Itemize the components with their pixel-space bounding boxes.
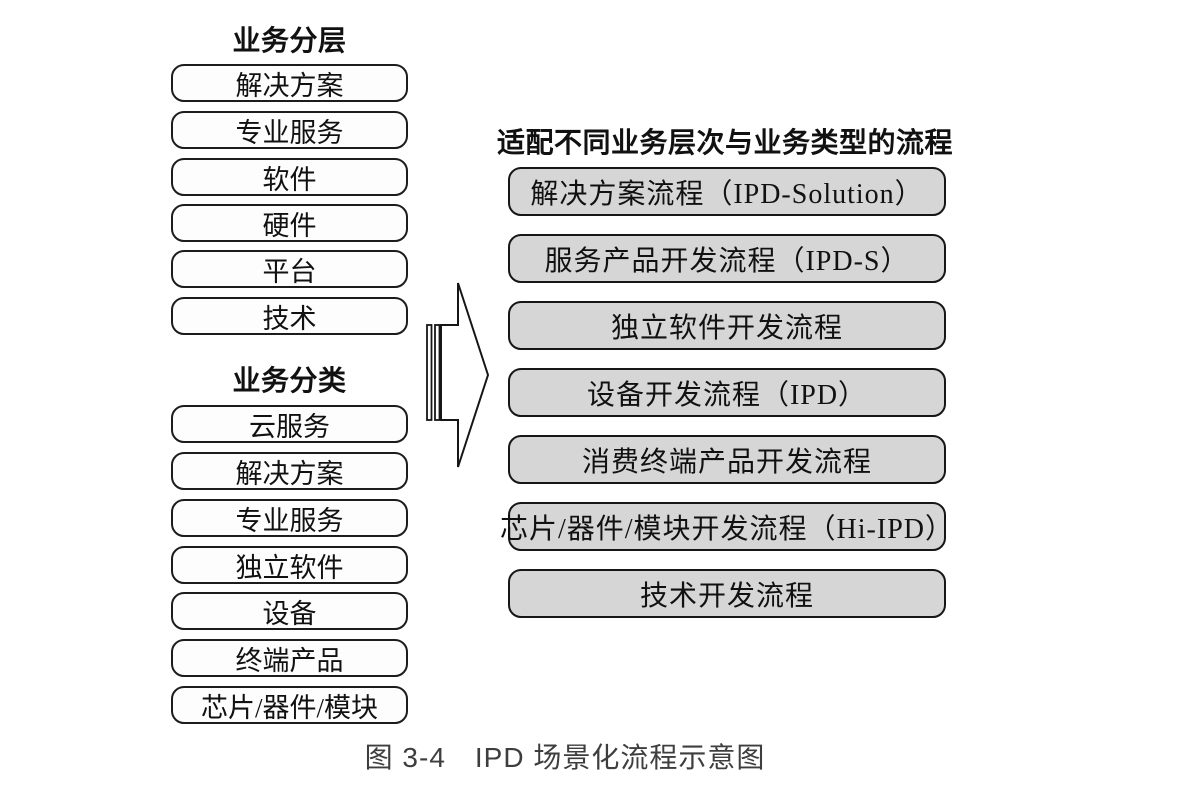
category-box-cloud: 云服务 xyxy=(171,405,408,443)
process-box-ipd: 设备开发流程（IPD） xyxy=(508,368,946,417)
category-box-solution: 解决方案 xyxy=(171,452,408,490)
layer-box-solution: 解决方案 xyxy=(171,64,408,102)
layer-box-software: 软件 xyxy=(171,158,408,196)
process-box-ipd-s: 服务产品开发流程（IPD-S） xyxy=(508,234,946,283)
category-box-terminal: 终端产品 xyxy=(171,639,408,677)
category-box-software: 独立软件 xyxy=(171,546,408,584)
process-box-tech-dev: 技术开发流程 xyxy=(508,569,946,618)
striped-right-arrow-icon xyxy=(420,266,495,476)
process-box-software-dev: 独立软件开发流程 xyxy=(508,301,946,350)
figure-caption: 图 3-4 IPD 场景化流程示意图 xyxy=(364,742,766,773)
category-box-equipment: 设备 xyxy=(171,592,408,630)
business-layers-title: 业务分层 xyxy=(232,25,347,56)
layer-box-hardware: 硬件 xyxy=(171,204,408,242)
process-panel-title: 适配不同业务层次与业务类型的流程 xyxy=(497,127,954,158)
category-box-services: 专业服务 xyxy=(171,499,408,537)
process-box-consumer: 消费终端产品开发流程 xyxy=(508,435,946,484)
business-categories-title: 业务分类 xyxy=(232,365,347,396)
process-box-ipd-solution: 解决方案流程（IPD-Solution） xyxy=(508,167,946,216)
process-box-hi-ipd: 芯片/器件/模块开发流程（Hi-IPD） xyxy=(500,502,953,551)
layer-box-technology: 技术 xyxy=(171,297,408,335)
category-box-chip: 芯片/器件/模块 xyxy=(171,686,408,724)
layer-box-services: 专业服务 xyxy=(171,111,408,149)
layer-box-platform: 平台 xyxy=(171,250,408,288)
